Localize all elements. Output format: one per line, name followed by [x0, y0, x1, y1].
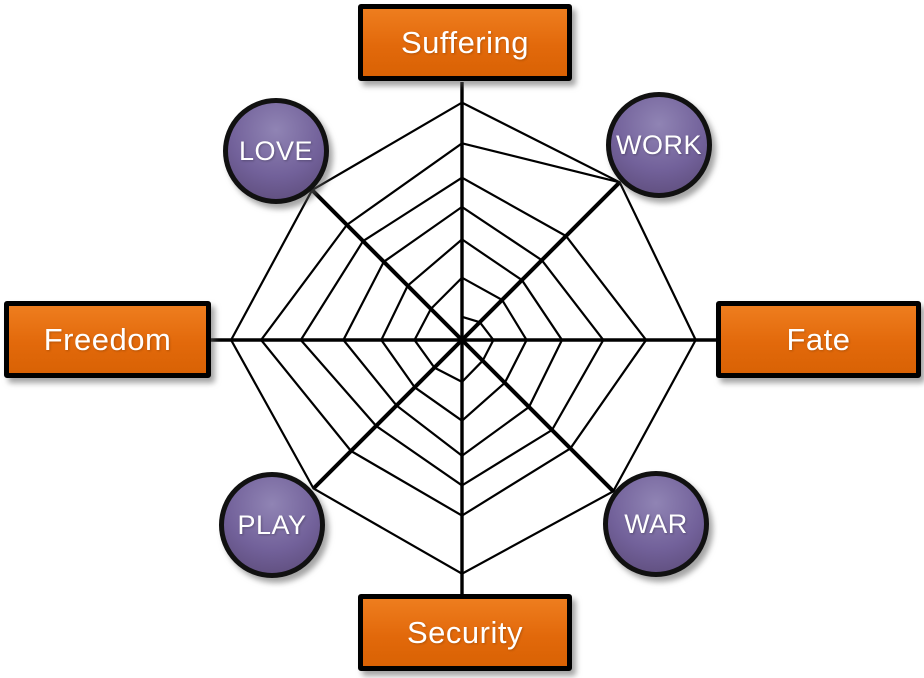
web-spoke-down-right [460, 338, 615, 493]
web-spoke-down-left [312, 338, 464, 490]
axis-box-freedom: Freedom [4, 301, 211, 378]
node-circle-play: PLAY [219, 472, 325, 578]
node-circle-love: LOVE [223, 98, 329, 204]
axis-box-label-security: Security [407, 614, 523, 650]
node-label-play: PLAY [237, 509, 307, 540]
web-spoke-up-right [460, 180, 622, 342]
web-outer-ring [229, 101, 697, 575]
axis-box-label-fate: Fate [786, 321, 851, 357]
axis-box-fate: Fate [716, 301, 921, 378]
node-label-love: LOVE [238, 135, 314, 166]
axis-box-security: Security [358, 594, 572, 671]
web-spoke-up-left [310, 188, 464, 342]
node-label-work: WORK [616, 129, 702, 160]
node-circle-work: WORK [606, 92, 712, 198]
axis-box-suffering: Suffering [358, 4, 572, 81]
axis-box-label-freedom: Freedom [43, 321, 172, 357]
axis-box-label-suffering: Suffering [400, 24, 529, 60]
web-spiral [259, 142, 648, 517]
node-label-war: WAR [624, 508, 688, 539]
node-circle-war: WAR [603, 471, 709, 577]
